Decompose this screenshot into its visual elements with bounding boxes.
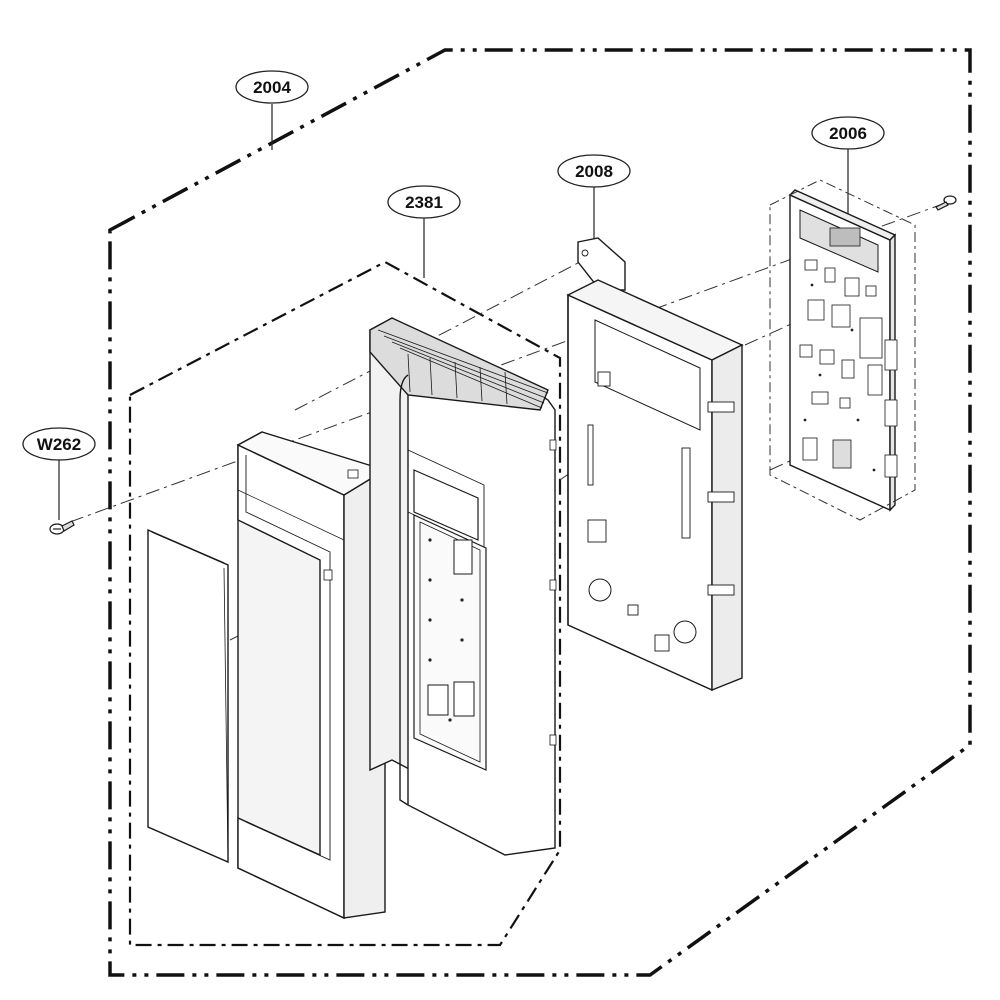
control-panel-bracket-2008 — [566, 237, 744, 692]
callout-W262-label: W262 — [37, 435, 81, 454]
screw-W262 — [49, 520, 75, 535]
callout-2006: 2006 — [811, 116, 885, 150]
callout-leaders — [58, 104, 849, 520]
front-decor-panel — [236, 431, 387, 920]
callout-2008-label: 2008 — [575, 162, 613, 181]
callout-W262: W262 — [22, 427, 96, 461]
assembly-2004-boundary — [108, 48, 972, 977]
callout-2006-label: 2006 — [829, 124, 867, 143]
screw-pcb — [935, 195, 957, 211]
callout-2008: 2008 — [557, 154, 631, 188]
callout-2381-label: 2381 — [405, 193, 443, 212]
callout-2381: 2381 — [387, 185, 461, 219]
callout-2004-label: 2004 — [253, 78, 291, 97]
display-window-film — [147, 528, 229, 864]
callout-2004: 2004 — [235, 70, 309, 104]
main-pcb-2006 — [769, 179, 916, 521]
control-panel-frame — [369, 317, 557, 856]
